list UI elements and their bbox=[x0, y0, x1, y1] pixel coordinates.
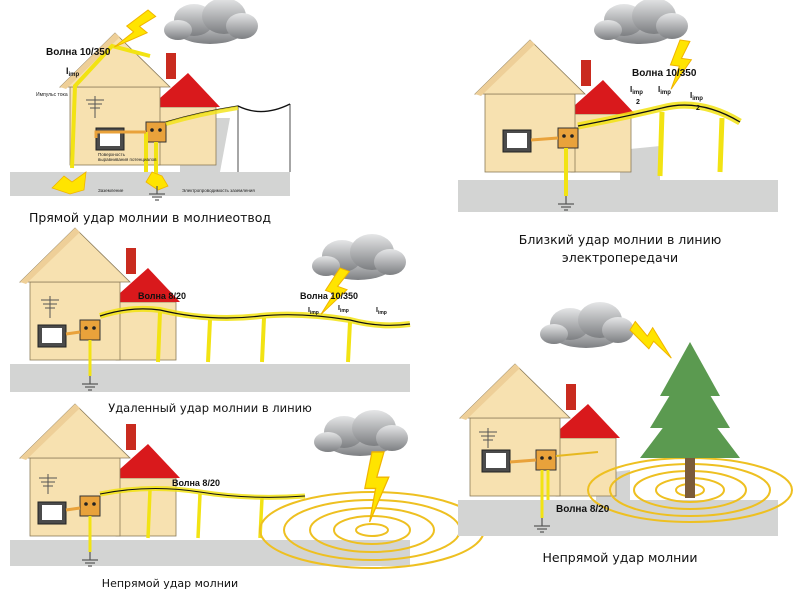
caption-near-line-strike-line1: Близкий удар молнии в линию bbox=[518, 232, 722, 247]
antenna-icon bbox=[86, 96, 104, 118]
ground-conductivity-label: Электропроводимость заземления bbox=[182, 188, 255, 193]
caption-remote-line-strike: Удаленный удар молнии в линию bbox=[108, 401, 312, 415]
caption-near-line-strike-line2: электропередачи bbox=[561, 250, 679, 265]
tv-icon bbox=[502, 129, 532, 153]
iimp-half-left: Iimp bbox=[630, 85, 643, 96]
iimp-center: Iimp bbox=[338, 305, 349, 314]
lightning-icon bbox=[626, 317, 681, 363]
wave-8-20-label: Волна 8/20 bbox=[556, 504, 610, 515]
tv-icon bbox=[37, 324, 67, 348]
grounding-label: Заземление bbox=[98, 188, 124, 193]
half-left: 2 bbox=[636, 99, 640, 106]
half-right: 2 bbox=[696, 105, 700, 112]
wave-8-20-label: Волна 8/20 bbox=[138, 291, 186, 301]
wave-8-20-label: Волна 8/20 bbox=[172, 478, 220, 488]
antenna-icon bbox=[41, 296, 59, 318]
iimp-half-right: Iimp bbox=[376, 307, 387, 316]
lightning-icon bbox=[666, 38, 695, 92]
cloud-icon bbox=[540, 302, 634, 348]
cloud-icon bbox=[594, 0, 688, 44]
equipotential-label-1: Поверхность bbox=[98, 152, 126, 157]
iimp-center: Iimp bbox=[658, 85, 671, 96]
iimp-label: Iimp bbox=[66, 66, 80, 78]
antenna-icon bbox=[479, 428, 497, 448]
tv-icon bbox=[37, 501, 67, 525]
panel-indirect-strike-left: Волна 8/20 bbox=[10, 403, 485, 569]
tv-icon bbox=[481, 449, 511, 473]
house bbox=[474, 39, 636, 173]
caption-indirect-strike-left: Непрямой удар молнии bbox=[101, 577, 239, 590]
surge-box-icon bbox=[145, 121, 167, 143]
iimp-half-left: Iimp bbox=[308, 307, 319, 316]
cloud-icon bbox=[164, 0, 258, 44]
surge-box-icon bbox=[79, 495, 101, 517]
panel-remote-line-strike: Волна 8/20 Волна 10/350 Iimp Iimp Iimp bbox=[10, 227, 411, 392]
wave-label: Волна 10/350 bbox=[632, 68, 697, 79]
iimp-half-right: Iimp bbox=[690, 91, 703, 102]
panel-indirect-strike-right: Волна 8/20 bbox=[458, 302, 793, 536]
cloud-icon bbox=[312, 234, 406, 280]
antenna-icon bbox=[39, 474, 57, 494]
panel-near-line-strike: Волна 10/350 Iimp 2 Iimp Iimp 2 bbox=[458, 0, 778, 212]
surge-box-icon bbox=[535, 449, 557, 471]
caption-direct-strike: Прямой удар молнии в молниеотвод bbox=[28, 210, 272, 225]
lightning-icon bbox=[364, 451, 390, 523]
wave-10-350-label: Волна 10/350 bbox=[300, 291, 358, 301]
equipotential-label-2: выравнивания потенциалов bbox=[98, 157, 157, 162]
wave-label: Волна 10/350 bbox=[46, 47, 111, 58]
surge-box-icon bbox=[79, 319, 101, 341]
panel-direct-strike: Волна 10/350 Iimp Импульс тока Поверхнос… bbox=[10, 0, 291, 201]
surge-box-icon bbox=[557, 127, 579, 149]
impulse-current-label: Импульс тока bbox=[36, 92, 68, 98]
tree-icon bbox=[640, 342, 740, 498]
caption-indirect-strike-right: Непрямой удар молнии bbox=[542, 550, 698, 565]
